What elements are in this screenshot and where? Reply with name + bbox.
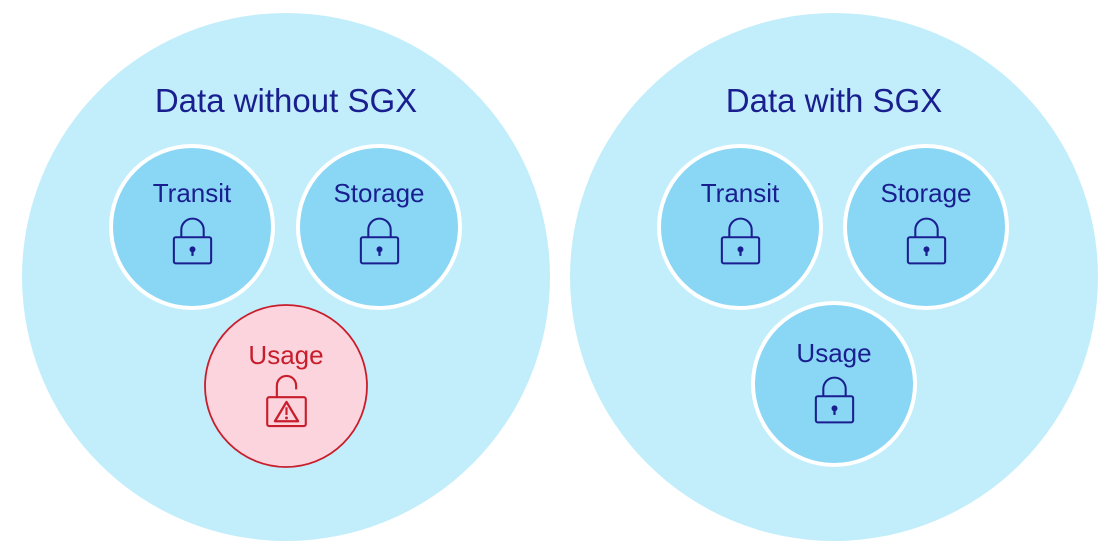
left-usage-label: Usage [248,340,323,370]
left-storage-node: Storage [296,144,462,310]
left-group: Data without SGX Transit Storage Usage [22,13,550,541]
right-transit-label: Transit [701,178,780,208]
right-usage-node: Usage [751,301,917,467]
right-group: Data with SGX Transit Storage Usage [570,13,1098,541]
right-outer-circle [570,13,1098,541]
right-storage-node: Storage [843,144,1009,310]
left-storage-circle [296,144,462,310]
left-transit-label: Transit [153,178,232,208]
left-usage-circle [204,304,368,468]
left-usage-node: Usage [204,304,368,468]
right-transit-circle [657,144,823,310]
left-title: Data without SGX [155,82,417,119]
right-transit-node: Transit [657,144,823,310]
right-usage-circle [751,301,917,467]
right-storage-circle [843,144,1009,310]
left-storage-label: Storage [333,178,424,208]
right-usage-label: Usage [796,338,871,368]
right-storage-label: Storage [880,178,971,208]
left-outer-circle [22,13,550,541]
left-transit-circle [109,144,275,310]
left-transit-node: Transit [109,144,275,310]
right-title: Data with SGX [726,82,942,119]
